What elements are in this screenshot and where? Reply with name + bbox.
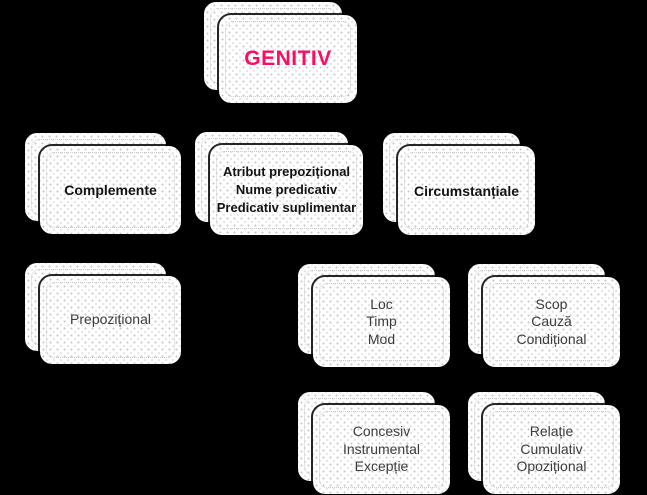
card-loc-timp-mod: Loc Timp Mod (313, 277, 450, 367)
card-text: Cauză (531, 313, 572, 330)
card-text: Nume predicativ (235, 182, 338, 197)
card-genitiv: GENITIV (219, 15, 357, 103)
card-text: Cumulativ (520, 440, 583, 457)
card-complemente: Complemente (40, 146, 181, 234)
card-text: Scop (535, 295, 568, 312)
card-text: Loc (370, 295, 393, 312)
card-text: Relație (529, 423, 574, 440)
node-prepozitional: Prepozițional (25, 263, 181, 364)
node-relatie-cumulativ-opozitional: Relație Cumulativ Opozițional (468, 392, 620, 494)
card-text: Concesiv (352, 423, 411, 440)
card-text: Predicativ suplimentar (216, 200, 357, 215)
node-genitiv: GENITIV (204, 2, 357, 103)
node-atribut-group: Atribut prepozițional Nume predicativ Pr… (195, 132, 363, 235)
card-text: Instrumental (342, 440, 421, 457)
card-text: Complemente (64, 182, 157, 198)
card-concesiv-instrumental-exceptie: Concesiv Instrumental Excepție (313, 405, 450, 494)
card-text: Atribut prepozițional (222, 164, 351, 179)
card-prepozitional: Prepozițional (40, 276, 181, 364)
card-title-text: GENITIV (244, 47, 332, 70)
node-scop-cauza-conditional: Scop Cauză Condițional (468, 264, 620, 367)
card-text: Condițional (516, 330, 587, 347)
card-relatie-cumulativ-opozitional: Relație Cumulativ Opozițional (483, 405, 620, 494)
card-text: Opozițional (516, 458, 587, 475)
node-loc-timp-mod: Loc Timp Mod (298, 264, 450, 367)
node-complemente: Complemente (25, 133, 181, 234)
node-circumstantiale: Circumstanțiale (383, 133, 535, 235)
card-text: Excepție (354, 458, 409, 475)
card-text: Prepozițional (70, 311, 151, 328)
card-circumstantiale: Circumstanțiale (398, 146, 535, 235)
card-text: Timp (366, 313, 397, 330)
card-scop-cauza-conditional: Scop Cauză Condițional (483, 277, 620, 367)
card-text: Mod (367, 330, 396, 347)
node-concesiv-instrumental-exceptie: Concesiv Instrumental Excepție (298, 392, 450, 494)
card-atribut-group: Atribut prepozițional Nume predicativ Pr… (210, 145, 363, 235)
card-text: Circumstanțiale (413, 182, 520, 199)
